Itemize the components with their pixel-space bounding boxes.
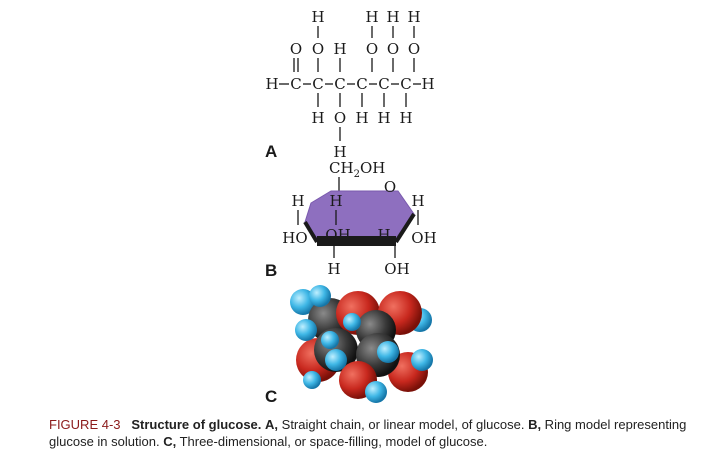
atom-oh: OH (384, 260, 409, 278)
atom-o: O (366, 40, 378, 58)
ring-edge (303, 220, 319, 244)
atom-h: H (411, 192, 424, 210)
atom-c: C (290, 75, 301, 93)
hydrogen-atom (309, 285, 331, 307)
caption-key-a: A, (265, 417, 279, 432)
figure-caption: FIGURE 4-3 Structure of glucose. A, Stra… (49, 416, 689, 450)
atom-h: H (407, 8, 420, 26)
hydrogen-atom (365, 381, 387, 403)
atom-h: H (333, 40, 346, 58)
hydrogen-atom (303, 371, 321, 389)
hydrogen-atom (411, 349, 433, 371)
atom-h: H (311, 8, 324, 26)
atom-c: C (312, 75, 323, 93)
hydrogen-atom (325, 349, 347, 371)
panel-label-b: B (265, 261, 277, 280)
atom-o: O (334, 109, 346, 127)
ring-model: CH2OH O H HO H OH H OH H H OH (282, 159, 436, 278)
figure-word: FIGURE (49, 417, 102, 432)
atom-h: H (386, 8, 399, 26)
hydrogen-atom (377, 341, 399, 363)
atom-c: C (334, 75, 345, 93)
atom-h: H (399, 109, 412, 127)
atom-h: H (333, 143, 346, 161)
ring-edge (394, 212, 416, 244)
atom-h: H (291, 192, 304, 210)
ring-oxygen: O (384, 178, 396, 196)
atom-h: H (377, 109, 390, 127)
atom-o: O (312, 40, 324, 58)
atom-c: C (378, 75, 389, 93)
panel-label-c: C (265, 387, 277, 406)
atom-ch2oh: CH2OH (329, 159, 385, 180)
space-filling-model (290, 285, 433, 403)
atom-h: H (329, 192, 342, 210)
caption-text-a: Straight chain, or linear model, of gluc… (278, 417, 529, 432)
atom-h: H (265, 75, 278, 93)
atom-oh: OH (325, 226, 350, 244)
atom-o: O (387, 40, 399, 58)
atom-h: H (311, 109, 324, 127)
ring-front-edge (317, 236, 396, 246)
caption-title: Structure of glucose. (131, 417, 262, 432)
figure-number: 4-3 (101, 417, 121, 432)
atom-h: H (365, 8, 378, 26)
hydrogen-atom (343, 313, 361, 331)
atom-oh: OH (411, 229, 436, 247)
atom-h: H (377, 226, 390, 244)
hydrogen-atom (321, 331, 339, 349)
ring-face (304, 190, 415, 239)
atom-h: H (355, 109, 368, 127)
atom-h: H (421, 75, 434, 93)
atom-o: O (408, 40, 420, 58)
atom-o: O (290, 40, 302, 58)
caption-key-b: B, (528, 417, 542, 432)
panel-label-a: A (265, 142, 277, 161)
caption-text-c: Three-dimensional, or space-filling, mod… (176, 434, 488, 449)
caption-text-b: Ring model representing glucose in solut… (49, 417, 687, 449)
atom-c: C (356, 75, 367, 93)
straight-chain-model: H H H H O O H O O O H C C C C C C (265, 8, 434, 161)
atom-c: C (400, 75, 411, 93)
atom-ho: HO (282, 229, 307, 247)
hydrogen-atom (295, 319, 317, 341)
caption-key-c: C, (163, 434, 177, 449)
atom-h: H (327, 260, 340, 278)
